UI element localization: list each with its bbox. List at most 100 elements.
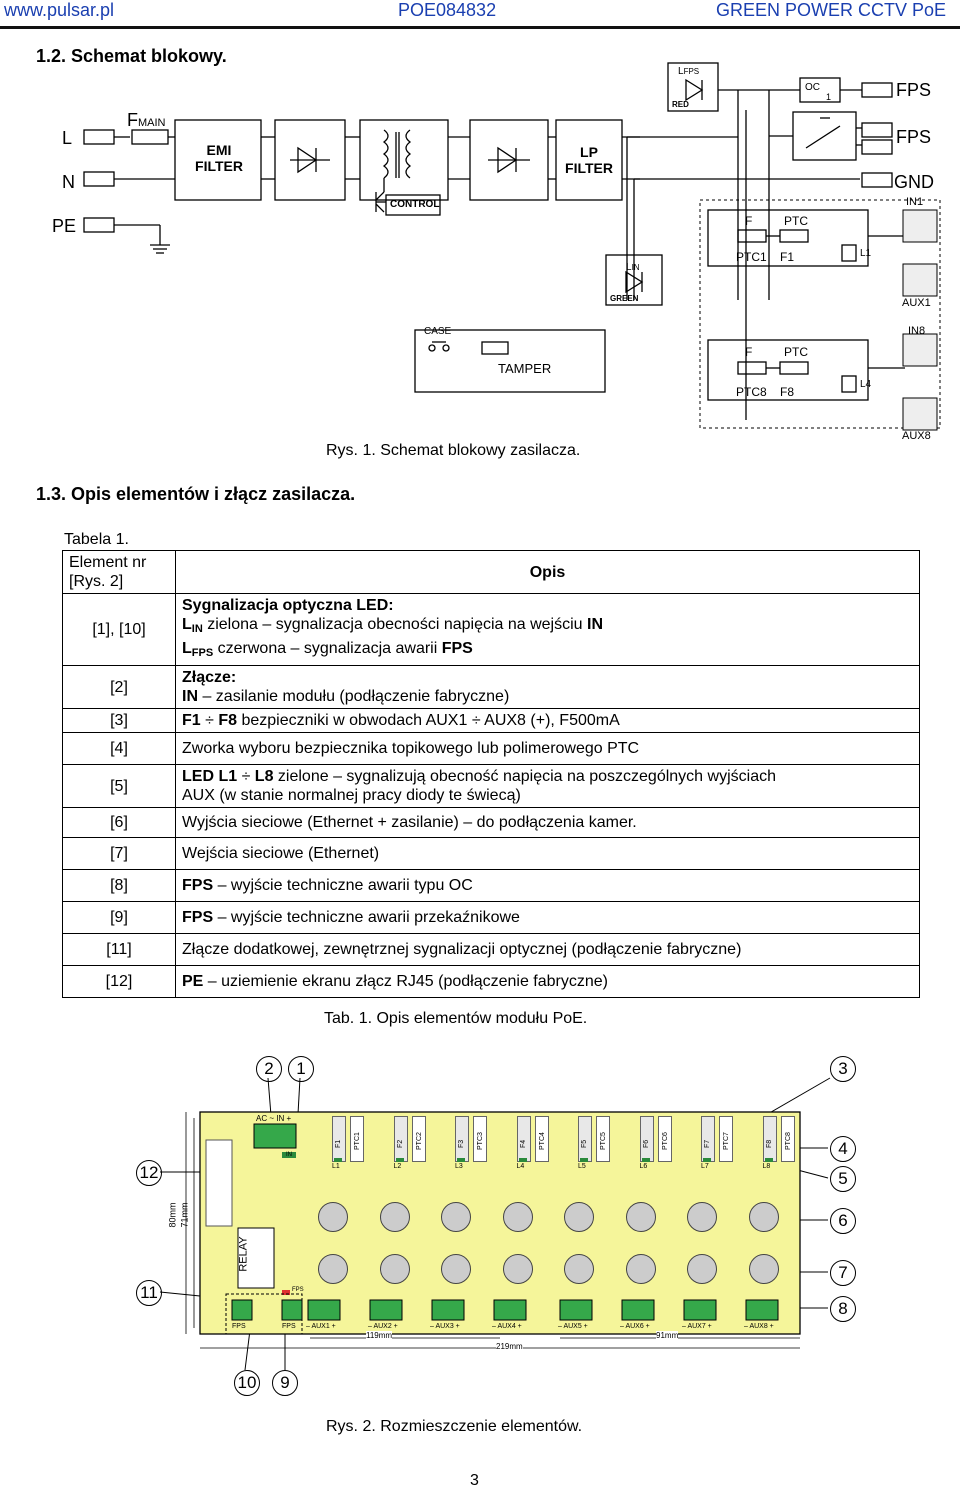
tamper-label: TAMPER [498, 361, 552, 376]
input-connector [318, 1254, 348, 1284]
board-layout [159, 1077, 831, 1371]
callout-3: 3 [830, 1056, 856, 1082]
terminal-label: FPS [232, 1323, 246, 1330]
callout-1: 1 [288, 1056, 314, 1082]
ptc-label: PTC5 [600, 1132, 607, 1150]
output-connector [502, 1202, 533, 1232]
output-connector [564, 1202, 594, 1232]
output-connector [441, 1202, 471, 1232]
dim-71: 71mm [179, 1202, 190, 1228]
table-row: [6] Wyjścia sieciowe (Ethernet + zasilan… [62, 807, 920, 838]
output-fps-2: FPS [896, 127, 932, 147]
oc-num: 1 [826, 92, 832, 102]
row-desc: Złącze dodatkowej, zewnętrznej sygnaliza… [175, 933, 920, 966]
table-row: [11] Złącze dodatkowej, zewnętrznej sygn… [62, 933, 920, 966]
ptc-fuse [596, 1116, 610, 1162]
table-row: [3] F1 ÷ F8 bezpieczniki w obwodach AUX1… [62, 708, 920, 733]
row-desc: Wyjścia sieciowe (Ethernet + zasilanie) … [175, 807, 920, 838]
row-num: [8] [62, 869, 176, 902]
fps-led-label: FPS [292, 1287, 304, 1293]
ptc-label: PTC1 [354, 1132, 361, 1150]
section-heading-1-2: 1.2. Schemat blokowy. [36, 46, 227, 66]
channel-led [334, 1158, 342, 1162]
section-heading-1-3: 1.3. Opis elementów i złącz zasilacza. [36, 484, 356, 504]
led-fps-label: LFPS [678, 66, 700, 77]
input-l-label: L [62, 128, 73, 148]
led-label: L2 [393, 1163, 402, 1170]
callout-5: 5 [830, 1166, 856, 1192]
fuse-label: F8 [765, 1139, 773, 1148]
row-num: [3] [62, 708, 176, 733]
ch8-f-label: F [745, 345, 753, 359]
header-brand: GREEN POWER CCTV PoE [716, 0, 947, 20]
led-label: L6 [639, 1163, 648, 1170]
row-desc: F1 ÷ F8 bezpieczniki w obwodach AUX1 ÷ A… [175, 708, 920, 733]
input-connector [748, 1254, 779, 1284]
row-desc: Zworka wyboru bezpiecznika topikowego lu… [175, 732, 920, 765]
row-num: [4] [62, 732, 176, 765]
input-connector [441, 1254, 471, 1284]
output-connector [318, 1202, 348, 1232]
led-label: L3 [455, 1163, 463, 1170]
led-label: L7 [701, 1163, 709, 1170]
in8-label: IN8 [908, 325, 926, 337]
input-n-label: N [62, 172, 75, 192]
header-site[interactable]: www.pulsar.pl [4, 0, 115, 20]
input-connector [625, 1254, 656, 1284]
led-label: L8 [762, 1163, 771, 1170]
table-header-row: Element nr[Rys. 2] Opis [62, 550, 920, 594]
ptc-fuse [534, 1116, 549, 1162]
input-pe-label: PE [52, 216, 77, 236]
fuse-label: F4 [519, 1139, 527, 1148]
callout-9: 9 [272, 1370, 298, 1396]
led-in-color: GREEN [610, 294, 639, 303]
row-desc: LED L1 ÷ L8 zielone – sygnalizują obecno… [175, 764, 920, 808]
ptc-fuse [350, 1116, 364, 1162]
row-num: [7] [62, 837, 176, 870]
fmain-label: FMAIN [127, 110, 166, 130]
row-desc: FPS – wyjście techniczne awarii przekaźn… [175, 901, 920, 934]
channel-led [764, 1158, 773, 1162]
table-row: [2] Złącze: IN – zasilanie modułu (podłą… [62, 665, 920, 709]
terminal-label: – AUX6 + [620, 1323, 650, 1330]
ch1-fx-label: F1 [780, 250, 795, 264]
elements-table: Element nr[Rys. 2] Opis [1], [10] Sygnal… [62, 550, 920, 998]
ch1-ptc-label: PTC [784, 214, 808, 228]
row-num: [5] [62, 764, 176, 808]
callout-10: 10 [234, 1370, 260, 1396]
input-connector [687, 1254, 717, 1284]
terminal-label: – AUX8 + [744, 1323, 774, 1330]
terminal-label: – AUX1 + [306, 1323, 336, 1330]
input-connector [379, 1254, 410, 1284]
fuse-label: F7 [704, 1139, 711, 1148]
led-fps-color: RED [672, 100, 689, 109]
terminal-label: – AUX5 + [558, 1323, 588, 1330]
led-label: L1 [332, 1163, 340, 1170]
aux8-label: AUX8 [902, 430, 931, 442]
terminal-label: – AUX7 + [682, 1323, 712, 1330]
ch8-ptcx-label: PTC8 [736, 385, 767, 399]
input-connector [564, 1254, 594, 1284]
output-gnd: GND [894, 172, 934, 192]
callout-12: 12 [136, 1160, 162, 1186]
dim-219: 219mm [496, 1342, 523, 1351]
fuse-label: F2 [396, 1139, 404, 1148]
fuse-label: F1 [335, 1139, 342, 1148]
row-num: [9] [62, 901, 176, 934]
channel-led [518, 1158, 527, 1162]
diagram-caption: Rys. 1. Schemat blokowy zasilacza. [326, 442, 581, 459]
ptc-label: PTC2 [415, 1132, 423, 1150]
terminal-label: – AUX4 + [492, 1323, 522, 1330]
table-title: Tabela 1. [64, 531, 129, 548]
fuse-label: F6 [642, 1139, 650, 1148]
row-desc: Złącze: IN – zasilanie modułu (podłączen… [175, 665, 920, 709]
callout-7: 7 [830, 1260, 856, 1286]
relay-label: RELAY [237, 1236, 250, 1272]
channel-led [703, 1158, 711, 1162]
header-rule [0, 26, 960, 29]
fuse-label: F3 [458, 1139, 465, 1148]
ch8-l-label: L4 [860, 379, 872, 390]
ch8-ptc-label: PTC [784, 345, 808, 359]
